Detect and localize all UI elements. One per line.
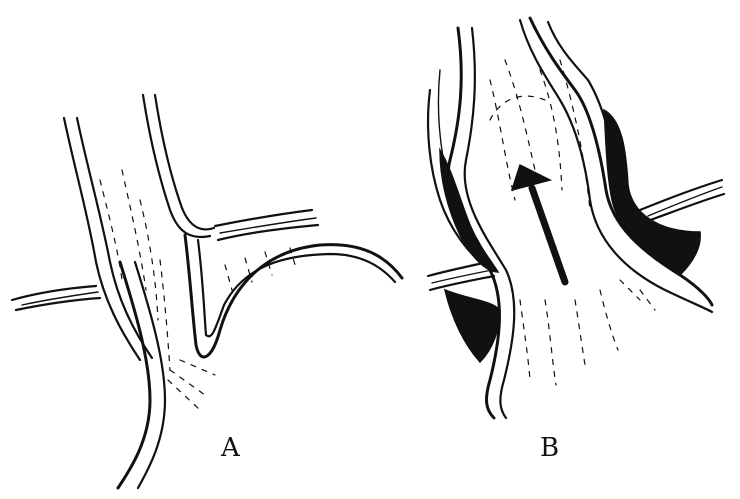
panel-a-label: A	[221, 435, 240, 461]
panel-a-drawing	[12, 95, 402, 488]
panel-b-drawing	[428, 18, 724, 418]
panel-b-label: B	[540, 435, 559, 461]
